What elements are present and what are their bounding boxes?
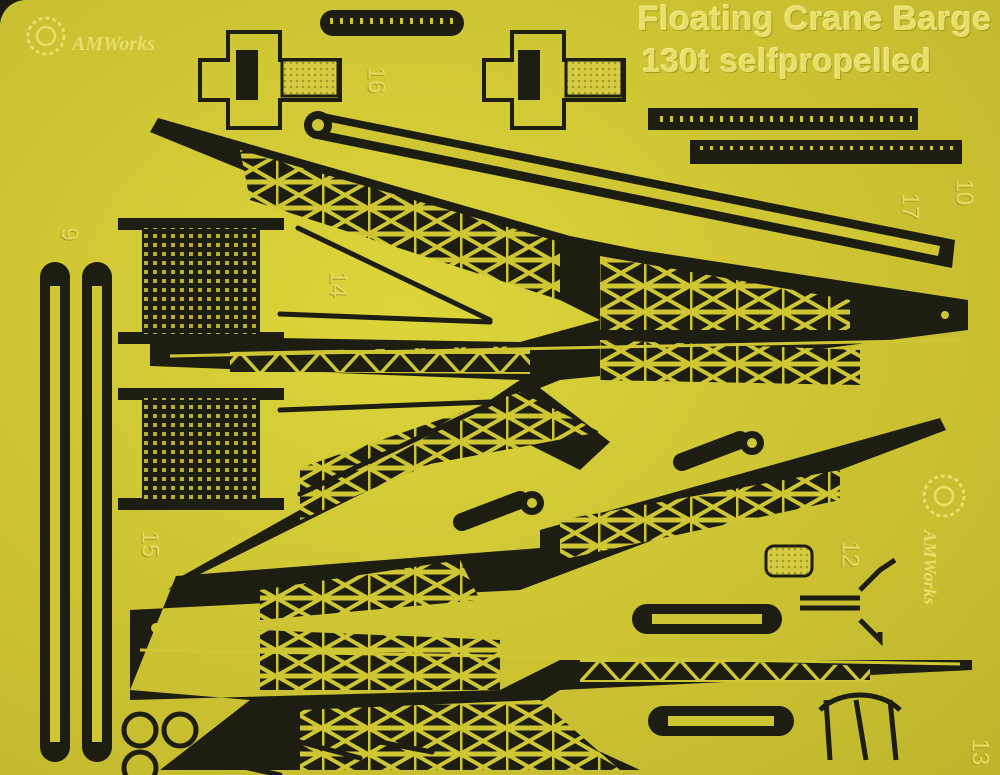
fret-title-line2: 130t selfpropelled xyxy=(642,42,932,79)
brand-logo-right: AMWorks xyxy=(920,474,966,605)
brand-logo-top-left: AMWorks xyxy=(26,16,155,56)
tie-rods xyxy=(209,225,493,775)
pulley-parts xyxy=(453,431,794,736)
mesh-grilles xyxy=(118,218,284,510)
washer-rings xyxy=(121,711,199,775)
svg-text:AMWorks: AMWorks xyxy=(920,529,940,605)
part-9-rods xyxy=(40,262,112,762)
part-10-strut xyxy=(304,111,955,268)
part-17-railings xyxy=(648,108,962,164)
part-16-frames xyxy=(198,10,626,130)
svg-text:AMWorks: AMWorks xyxy=(70,33,155,55)
fret-title-line1: Floating Crane Barge xyxy=(638,0,992,38)
crane-jib-lower xyxy=(130,418,972,770)
crane-jib-upper xyxy=(150,118,968,590)
part-12-hooks xyxy=(764,544,902,761)
